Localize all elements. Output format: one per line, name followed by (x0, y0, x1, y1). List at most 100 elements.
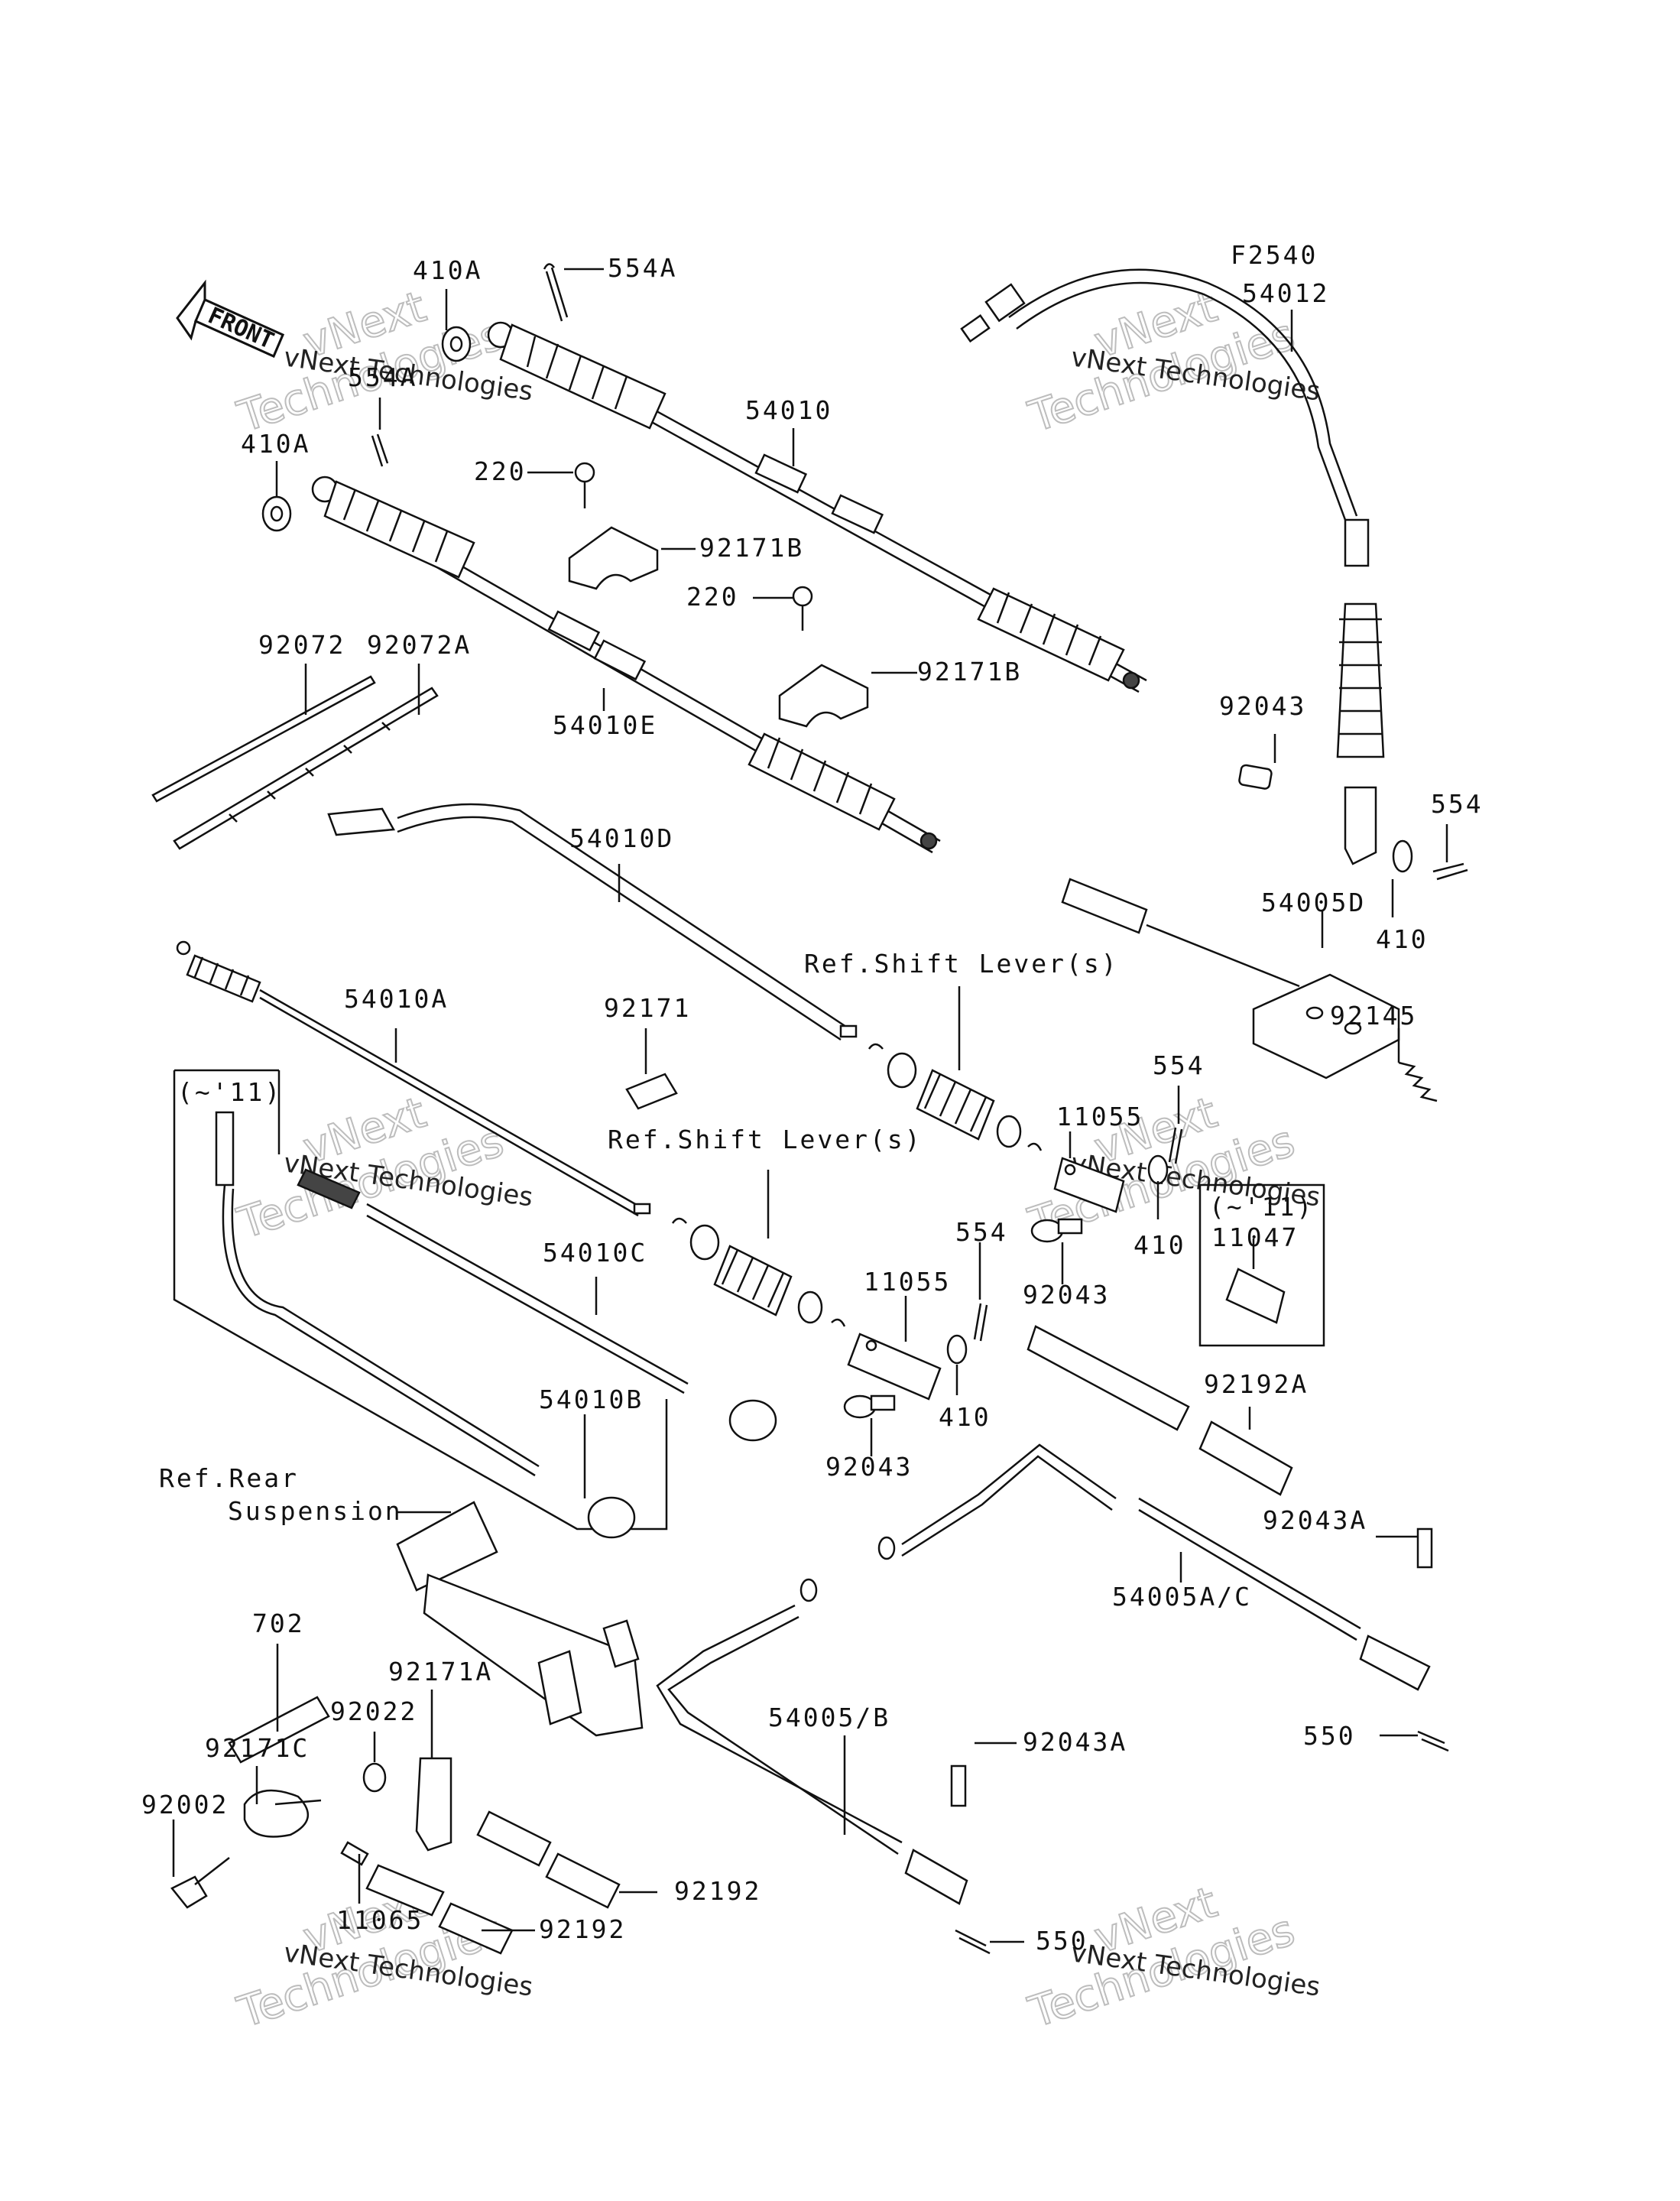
spring-92145 (1398, 1061, 1438, 1102)
front-label: FRONT (204, 302, 278, 355)
label-220-a: 220 (474, 456, 527, 486)
cable-54010a (176, 940, 651, 1217)
label-554a-top: 554A (608, 253, 677, 283)
washer-410a-top (441, 326, 472, 362)
label-410-tr: 410 (1376, 924, 1429, 954)
label-11065: 11065 (336, 1905, 423, 1935)
label-54010b: 54010B (539, 1385, 644, 1414)
pin-702 (228, 1696, 330, 1764)
label-92171b-b: 92171B (917, 657, 1022, 687)
leader-lines (172, 268, 1448, 1943)
screw-220-b (792, 586, 813, 631)
label-92171b-a: 92171B (699, 533, 804, 563)
label-92171a: 92171A (388, 1657, 493, 1686)
cotter-pin-554a-top (543, 263, 569, 322)
spring-92192a-long (1026, 1325, 1190, 1431)
label-54005ac: 54005A/C (1112, 1582, 1252, 1612)
watermark-bottom-right: vNext Technologies vNext Technologies (1022, 1877, 1322, 2039)
cotter-pin-550-bottom (955, 1929, 991, 1955)
label-92002: 92002 (141, 1790, 229, 1820)
pin-92043-low (843, 1394, 896, 1419)
label-92171c: 92171C (205, 1733, 310, 1763)
label-550-bottom: 550 (1036, 1926, 1088, 1956)
label-54010a: 54010A (344, 984, 449, 1014)
bracket-92171a (415, 1757, 452, 1852)
label-410a-top: 410A (413, 255, 482, 285)
cable-54010 (487, 321, 1147, 693)
cable-54005b (656, 1578, 968, 1905)
variant-box-right (1198, 1183, 1325, 1347)
label-92043-mid: 92043 (1023, 1280, 1110, 1310)
label-54010c: 54010C (543, 1238, 647, 1268)
variant-box-left (173, 1069, 668, 1531)
label-410a-mid: 410A (241, 429, 310, 459)
cable-tie-92072a (173, 687, 439, 850)
label-410-mid: 410 (1134, 1230, 1186, 1260)
label-92043a-bottom: 92043A (1023, 1727, 1127, 1757)
spring-92192-b (365, 1864, 514, 1955)
part-labels: F2540 410A 554A 554A 410A 54010 54012 22… (141, 240, 1481, 1956)
label-554-low: 554 (955, 1217, 1008, 1247)
label-92192a: 92192A (1204, 1369, 1309, 1399)
cable-54010d (327, 803, 858, 1041)
label-554a-mid: 554A (348, 362, 417, 392)
label-92043-low: 92043 (825, 1452, 913, 1482)
label-11055-b: 11055 (864, 1267, 951, 1297)
clamp-92171c (243, 1789, 322, 1838)
label-92192-b: 92192 (539, 1914, 626, 1944)
label-54010: 54010 (745, 395, 832, 425)
label-ref-shift-lever-1: Ref.Shift Lever(s) (804, 949, 1119, 979)
pin-92043a-right (1416, 1527, 1433, 1569)
cotter-pin-554-low (973, 1303, 988, 1342)
clamp-92171b-a (568, 526, 659, 590)
label-54005d: 54005D (1261, 888, 1366, 917)
label-550-right: 550 (1303, 1721, 1356, 1751)
figure-code: F2540 (1231, 240, 1318, 270)
label-11055-a: 11055 (1056, 1102, 1143, 1131)
cable-54010b (215, 1111, 636, 1539)
bolt-92002 (170, 1857, 230, 1909)
label-54010d: 54010D (569, 823, 674, 853)
clamp-92171b-b (778, 664, 869, 728)
pin-11065 (340, 1841, 369, 1866)
label-92072: 92072 (258, 630, 345, 660)
label-54005b: 54005/B (768, 1703, 890, 1732)
label-92192-a: 92192 (674, 1876, 761, 1906)
spring-92192a-short (1198, 1420, 1293, 1496)
label-suspension: Suspension (228, 1496, 403, 1526)
watermark-bottom-left: vNext Technologies vNext Technologies (231, 1877, 534, 2039)
shift-lever-set-2 (671, 1217, 846, 1327)
label-92043-tr: 92043 (1219, 691, 1306, 721)
cotter-pin-554a-mid (371, 433, 389, 467)
washer-92022 (362, 1762, 387, 1793)
cable-54005d (1061, 878, 1400, 1079)
washer-410a-mid (261, 495, 292, 532)
label-92072a: 92072A (367, 630, 472, 660)
pin-92043-tr (1238, 764, 1273, 790)
washer-410-tr (1392, 839, 1413, 873)
label-54012: 54012 (1242, 278, 1329, 308)
spring-92192-a (476, 1810, 621, 1909)
cable-54010c (297, 1168, 777, 1442)
cotter-pin-554-tr (1432, 862, 1468, 881)
label-variant-right: (~'11) (1209, 1192, 1314, 1222)
label-92022: 92022 (330, 1696, 417, 1726)
pin-92043-mid (1030, 1218, 1083, 1243)
cable-54005ac (877, 1443, 1431, 1691)
label-ref-shift-lever-2: Ref.Shift Lever(s) (608, 1125, 923, 1154)
pin-92043a-bottom (950, 1764, 967, 1807)
label-variant-left: (~'11) (177, 1077, 282, 1107)
lever-11055-a (1053, 1157, 1125, 1213)
cable-54012 (960, 268, 1385, 865)
label-554-mid: 554 (1153, 1050, 1205, 1080)
shift-lever-set-1 (868, 1043, 1043, 1151)
clamp-92171 (625, 1073, 678, 1110)
label-92145: 92145 (1330, 1001, 1417, 1031)
rear-suspension-bracket (396, 1501, 644, 1737)
cotter-pin-550-right (1417, 1730, 1449, 1752)
label-11047: 11047 (1211, 1222, 1299, 1252)
front-arrow-icon: FRONT (176, 279, 284, 358)
label-ref-rear: Ref.Rear (159, 1463, 299, 1493)
